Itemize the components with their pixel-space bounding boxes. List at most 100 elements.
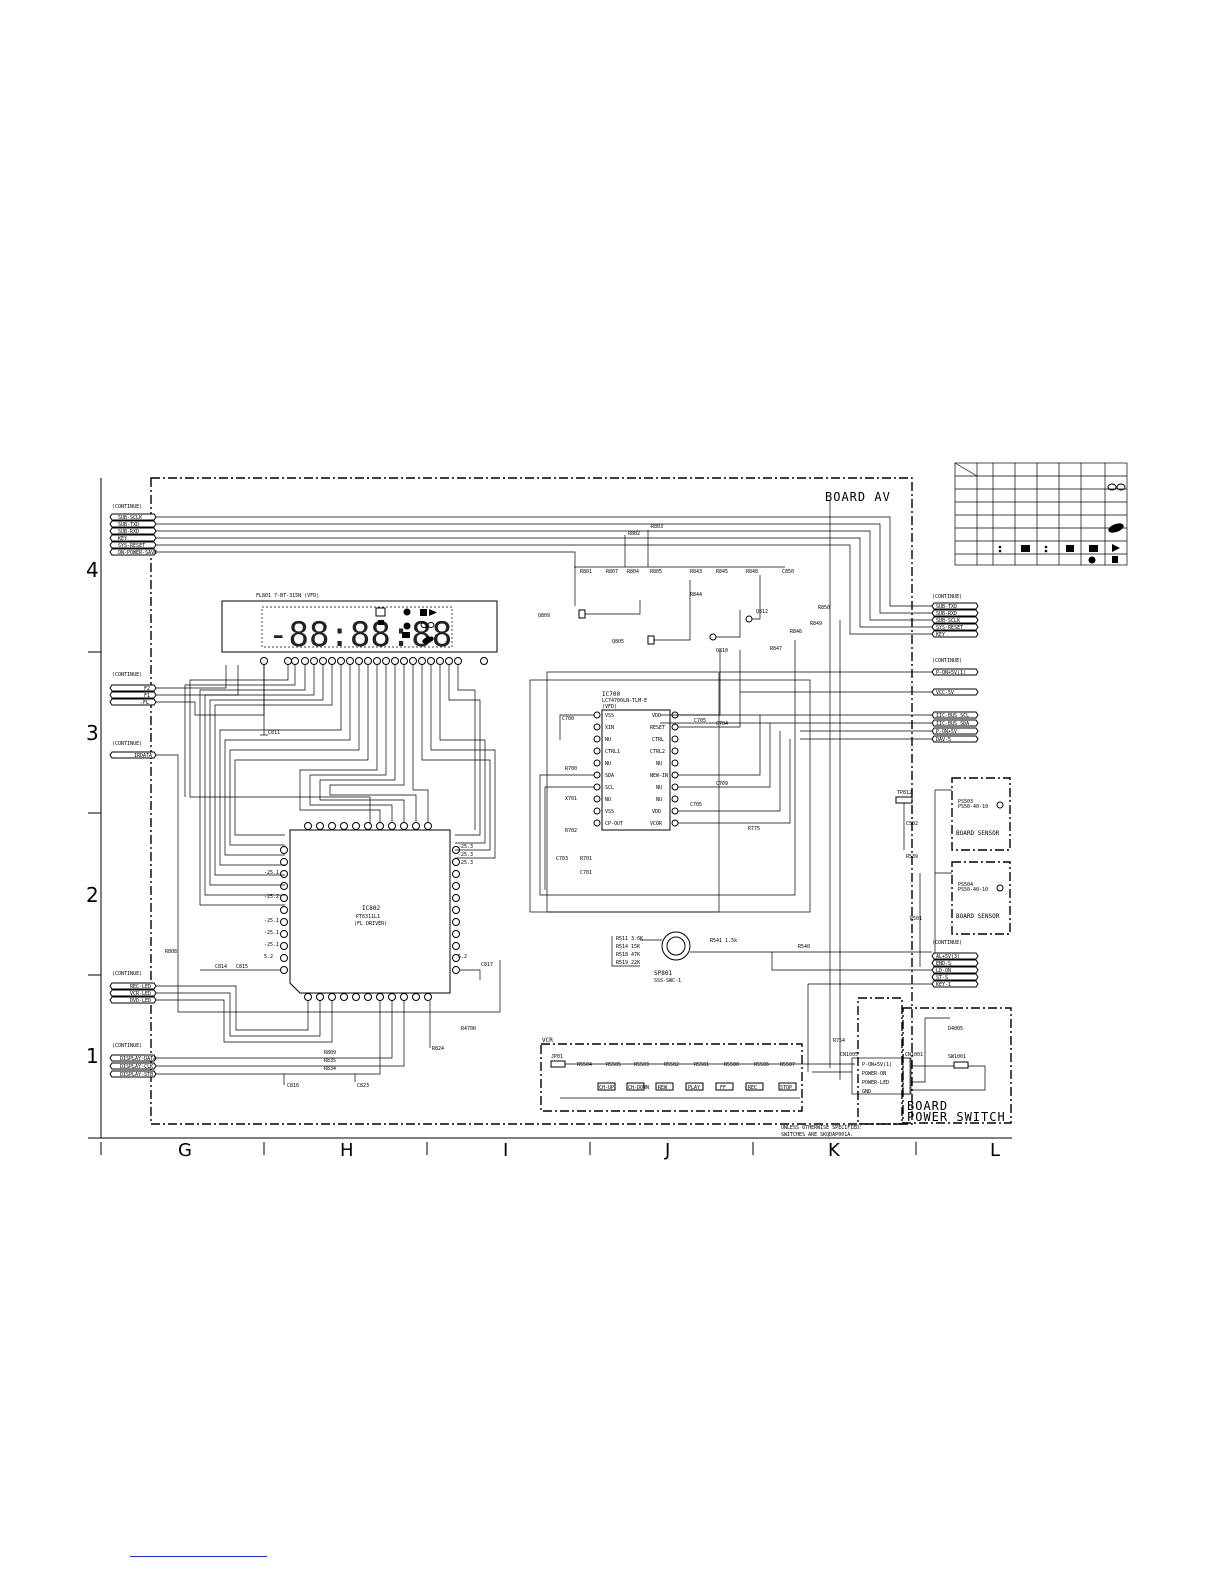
svg-text:(CONTINUE): (CONTINUE) (112, 1043, 142, 1049)
svg-text:D4005: D4005 (948, 1026, 963, 1032)
note-line-2: SWITCHES ARE SKQDAP001A. (781, 1132, 853, 1138)
right-sensors: TP812 C502 R539 R501 BOARD SENSOR PS503 … (895, 777, 1011, 967)
svg-text:R809: R809 (324, 1050, 336, 1056)
svg-text:R848: R848 (746, 569, 758, 575)
svg-text:R5502: R5502 (664, 1062, 679, 1068)
svg-text:R775: R775 (748, 826, 760, 832)
rconn-iic-sda: IIC-BUS SDA (936, 721, 969, 727)
svg-text:NU: NU (605, 797, 611, 803)
svg-text:R843: R843 (690, 569, 702, 575)
svg-text:LC74700LN-TLM-E: LC74700LN-TLM-E (602, 698, 647, 704)
svg-text:R802: R802 (628, 531, 640, 537)
column-label-j: J (664, 1140, 670, 1161)
rconn-sub-txd: SUB-TXD (936, 604, 957, 610)
right-connector-mid: (CONTINUE) P-ON+5V(1) VCC-5V IIC-BUS SCL… (660, 658, 979, 743)
svg-text:R514 15K: R514 15K (616, 944, 640, 950)
svg-text:VSS: VSS (605, 713, 614, 719)
rconn-end-s: END-S (936, 961, 951, 967)
svg-text:R805: R805 (650, 569, 662, 575)
svg-text:(CONTINUE): (CONTINUE) (932, 658, 962, 664)
right-connector-top: (CONTINUE) SUB-TXD SUB-RXD SUB-SCLK SYS-… (931, 594, 979, 638)
svg-text:FL801 7-BT-315N (VFD): FL801 7-BT-315N (VFD) (256, 593, 319, 599)
buzzer-label: SP801 (654, 970, 672, 977)
svg-text:R5501: R5501 (694, 1062, 709, 1068)
svg-text:R849: R849 (810, 621, 822, 627)
svg-text:R801: R801 (580, 569, 592, 575)
left-connector-led: (CONTINUE) REC-LED VCR-LED DVD-LED (109, 971, 333, 1043)
svg-text:C817: C817 (481, 962, 493, 968)
conn-sub-txd: SUB-TXD (118, 522, 139, 528)
svg-text:CTRL: CTRL (652, 737, 664, 743)
svg-text:R501: R501 (910, 916, 922, 922)
key-ff: FF (720, 1085, 726, 1091)
column-label-h: H (340, 1140, 354, 1161)
board-sensor-1-title: BOARD SENSOR (956, 830, 1000, 837)
key-ch-down: CH-DOWN (628, 1085, 649, 1091)
conn-display-stb: DISPLAY-STB (120, 1072, 153, 1078)
svg-text:CN1005: CN1005 (840, 1052, 858, 1058)
svg-text:NU: NU (605, 737, 611, 743)
conn-sub-rxd: SUB-RXD (118, 529, 139, 535)
conn-display-clk: DISPLAY-CLK (120, 1064, 153, 1070)
svg-text:VDD: VDD (652, 713, 661, 719)
svg-text:-25.1: -25.1 (264, 942, 279, 948)
svg-text:SW1001: SW1001 (948, 1054, 966, 1060)
conn-key: KEY (118, 536, 127, 542)
svg-text:CTRL2: CTRL2 (650, 749, 665, 755)
conn-f2: F2 (144, 686, 150, 692)
svg-text:Q805: Q805 (612, 639, 624, 645)
conn-on-power-save: ON-POWER-SAVE (118, 550, 157, 556)
board-av-title: BOARD AV (825, 490, 891, 504)
svg-text:-25.2: -25.2 (264, 894, 279, 900)
svg-text:NU: NU (656, 797, 662, 803)
svg-text:VDD: VDD (652, 809, 661, 815)
rconn-st-s: ST-S (936, 975, 948, 981)
svg-text:R834: R834 (324, 1066, 336, 1072)
footer-link-underline[interactable] (130, 1556, 267, 1557)
rconn-al-5v-3: AL+5V(3) (936, 954, 960, 960)
svg-text:SCL: SCL (605, 785, 614, 791)
svg-text:Q812: Q812 (756, 609, 768, 615)
conn-sys-reset: SYS-RESET (118, 543, 145, 549)
board-sensor-2-outline (951, 861, 1011, 935)
svg-text:(CONTINUE): (CONTINUE) (112, 741, 142, 747)
left-connector-mid: (CONTINUE) F2 F1 -FL (CONTINUE) IRDATA (109, 665, 501, 1013)
conn-display-data: DISPLAY-DATA (120, 1056, 156, 1062)
svg-text:VSS: VSS (605, 809, 614, 815)
svg-text:Q810: Q810 (716, 648, 728, 654)
svg-text:PS504: PS504 (958, 882, 973, 888)
svg-text:C816: C816 (287, 1083, 299, 1089)
rconn-iic-scl: IIC-BUS SCL (936, 713, 969, 719)
svg-text:(CONTINUE): (CONTINUE) (112, 971, 142, 977)
svg-text:-25.1: -25.1 (264, 918, 279, 924)
svg-text:C703: C703 (556, 856, 568, 862)
row-label-3: 3 (86, 721, 99, 745)
svg-text:(CONTINUE): (CONTINUE) (932, 940, 962, 946)
svg-text:R844: R844 (690, 592, 702, 598)
left-connector-display: (CONTINUE) DISPLAY-DATA DISPLAY-CLK DISP… (109, 1001, 476, 1089)
svg-text:R807: R807 (606, 569, 618, 575)
svg-text:R539: R539 (906, 854, 918, 860)
row-label-4: 4 (86, 558, 99, 582)
svg-text:Q809: Q809 (538, 613, 550, 619)
svg-text:C701: C701 (580, 870, 592, 876)
svg-text:(CONTINUE): (CONTINUE) (112, 672, 142, 678)
svg-text:R5507: R5507 (780, 1062, 795, 1068)
board-av-outline (150, 477, 913, 1125)
note-line-1: UNLESS OTHERWISE SPECIFIED: (781, 1125, 862, 1131)
svg-text:C700: C700 (562, 716, 574, 722)
svg-text:R511 3.6K: R511 3.6K (616, 936, 643, 942)
conn-sub-sclk: SUB-SCLK (118, 515, 142, 521)
row-label-2: 2 (86, 883, 99, 907)
svg-text:R519 22K: R519 22K (616, 960, 640, 966)
svg-text:R846: R846 (790, 629, 802, 635)
svg-text:R5504: R5504 (577, 1062, 592, 1068)
rconn-p-on-5v-1: P-ON+5V(1) (936, 670, 966, 676)
svg-text:R700: R700 (565, 766, 577, 772)
svg-text:PS503: PS503 (958, 799, 973, 805)
legend-table (954, 462, 1128, 566)
power-board-title-2: POWER SWITCH (907, 1110, 1006, 1124)
left-connector-top: (CONTINUE) SUB-SCLK SUB-TXD SUB-RXD KEY … (109, 504, 157, 556)
svg-text:R845: R845 (716, 569, 728, 575)
svg-text:C709: C709 (716, 781, 728, 787)
